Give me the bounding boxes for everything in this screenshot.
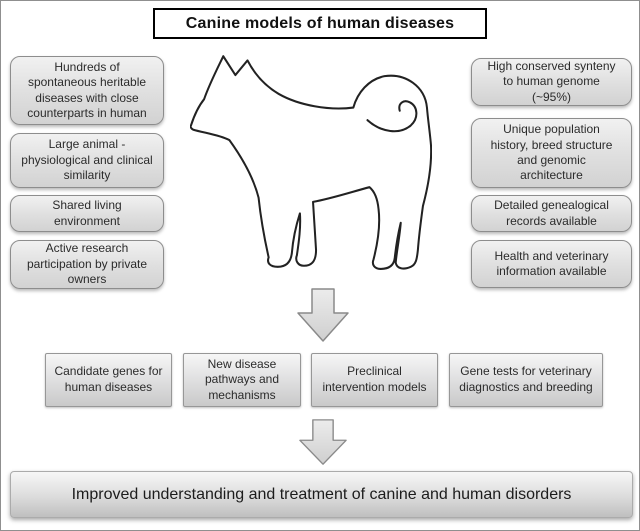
outcome-box-candidate-genes: Candidate genes for human diseases (45, 353, 172, 407)
conclusion-banner: Improved understanding and treatment of … (10, 471, 633, 518)
down-arrow-icon-bottom (299, 419, 347, 465)
conclusion-banner-text: Improved understanding and treatment of … (71, 485, 572, 503)
outcome-box-gene-tests: Gene tests for veterinary diagnostics an… (449, 353, 603, 407)
left-box-large-animal: Large animal - physiological and clinica… (10, 133, 164, 188)
left-box-heritable-diseases: Hundreds of spontaneous heritable diseas… (10, 56, 164, 125)
figure-title-text: Canine models of human diseases (185, 14, 455, 32)
left-box-research-participation: Active research participation by private… (10, 240, 164, 289)
outcome-box-disease-pathways: New disease pathways and mechanisms (183, 353, 301, 407)
left-box-shared-living: Shared living environment (10, 195, 164, 232)
outcome-box-preclinical-models: Preclinical intervention models (311, 353, 438, 407)
right-box-genealogical-records: Detailed genealogical records available (471, 195, 632, 232)
right-box-health-information: Health and veterinary information availa… (471, 240, 632, 288)
down-arrow-icon-top (297, 288, 349, 342)
right-box-synteny: High conserved synteny to human genome (… (471, 58, 632, 106)
right-box-population-history: Unique population history, breed structu… (471, 118, 632, 188)
dog-outline-icon (189, 51, 433, 271)
figure-title: Canine models of human diseases (153, 8, 487, 39)
